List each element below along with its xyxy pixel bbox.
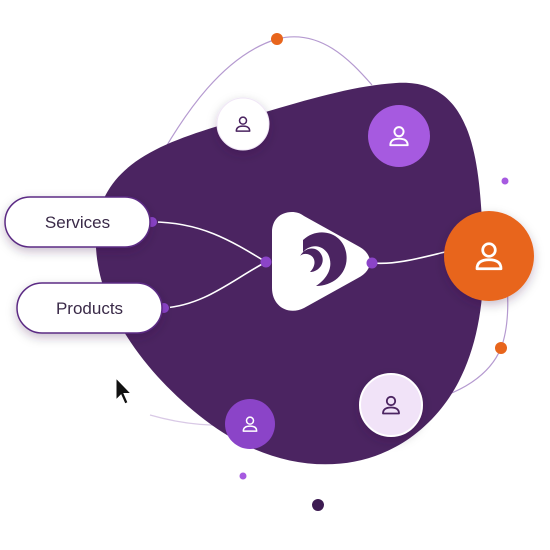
user-node-white-top[interactable]	[216, 97, 270, 151]
connector-hub-to-orange	[371, 251, 446, 265]
center-logo-icon	[272, 212, 370, 311]
services-label: Services	[45, 213, 110, 232]
services-node[interactable]	[4, 196, 151, 248]
dark-dot-bottom	[312, 499, 324, 511]
orange-dot-top	[271, 33, 283, 45]
mouse-pointer-icon	[115, 376, 133, 405]
orange-dot-right	[495, 342, 507, 354]
products-label: Products	[56, 299, 123, 318]
user-node-purple-bottom[interactable]	[225, 399, 275, 449]
user-node-lavender-bottom-right[interactable]	[359, 373, 423, 437]
connector-products-to-hub	[163, 261, 267, 309]
junction-dot-hub-right	[366, 257, 378, 269]
purple-dot-small-bottom	[239, 472, 247, 480]
user-node-purple-top-right[interactable]	[368, 105, 430, 167]
junction-dot-hub-left	[260, 256, 272, 268]
connector-services-to-hub	[151, 221, 267, 263]
products-node[interactable]	[16, 282, 163, 334]
user-node-orange-right[interactable]	[444, 211, 534, 301]
purple-dot-small-right	[501, 177, 509, 185]
